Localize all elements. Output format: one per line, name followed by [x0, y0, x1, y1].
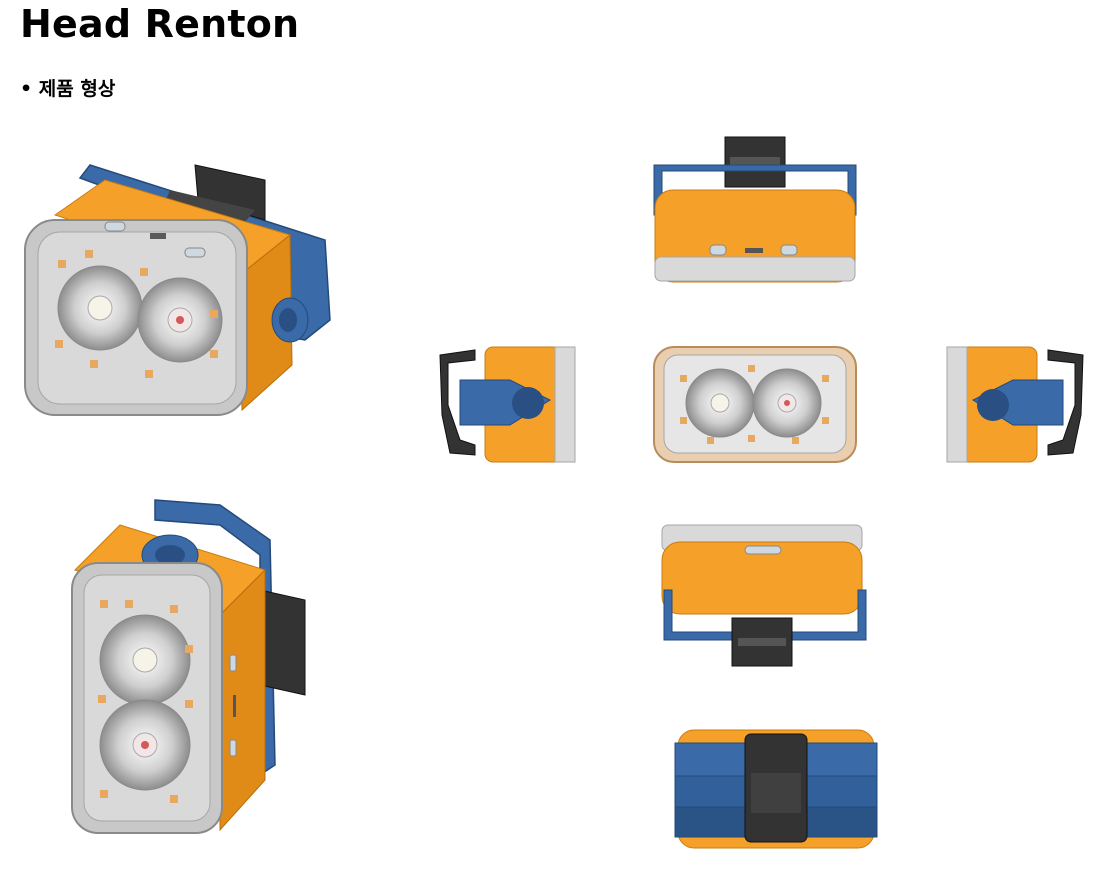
bottom-view — [661, 524, 867, 667]
back-view — [674, 729, 878, 849]
isometric-front-view — [24, 164, 331, 416]
page-title: Head Renton — [20, 2, 300, 46]
front-view — [653, 346, 857, 463]
isometric-vertical-view — [71, 499, 306, 834]
section-bullet: • 제품 형상 — [20, 78, 116, 100]
top-view — [653, 136, 857, 283]
left-side-view — [439, 346, 576, 463]
right-side-view — [946, 346, 1084, 463]
